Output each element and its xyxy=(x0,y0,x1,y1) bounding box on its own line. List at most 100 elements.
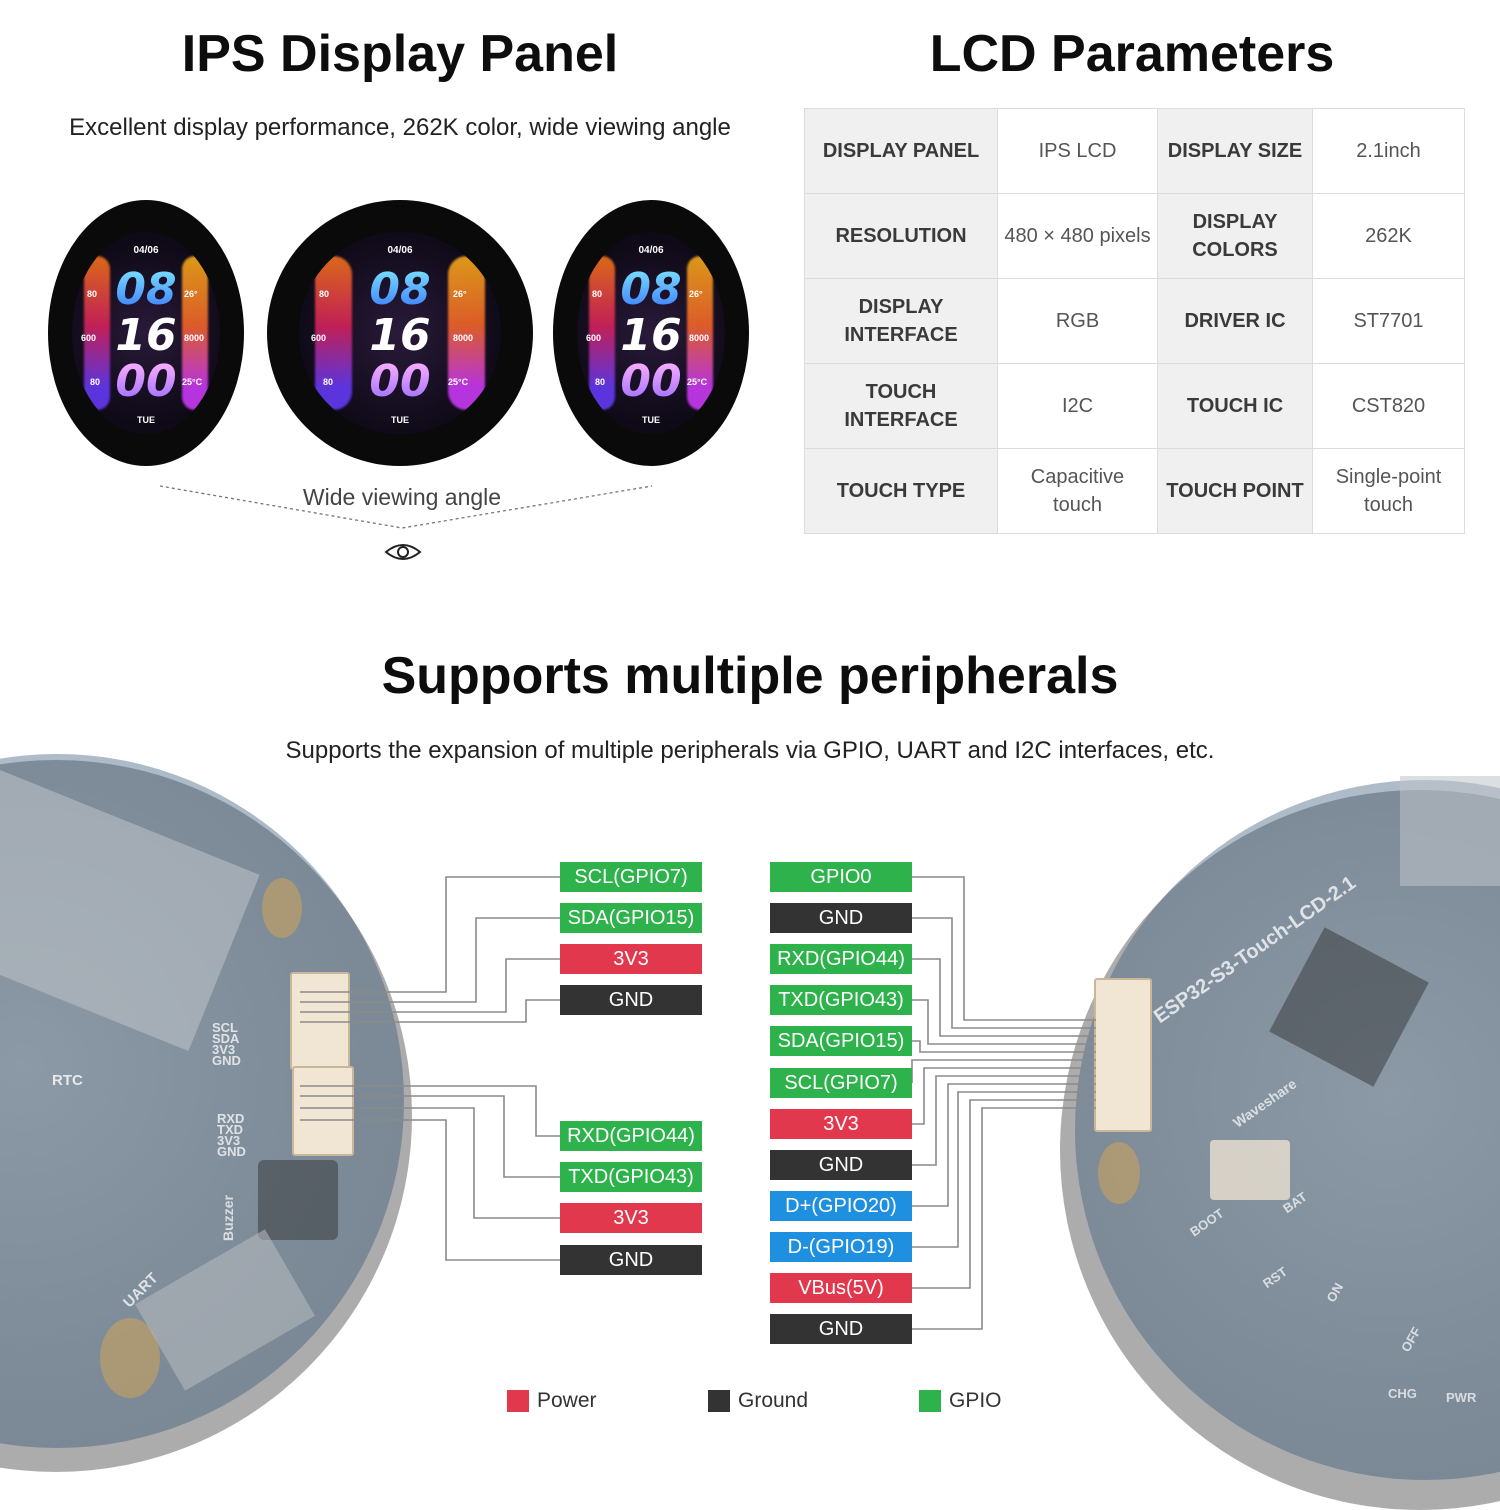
watch-temp-bottom: 25°C xyxy=(182,377,203,387)
pin-d-gpio19: D-(GPIO19) xyxy=(770,1232,912,1262)
legend-label-gpio: GPIO xyxy=(949,1389,1002,1412)
eye-icon xyxy=(384,544,422,560)
spec-value: RGB xyxy=(997,278,1158,364)
spec-key: DRIVER IC xyxy=(1157,278,1313,364)
wire xyxy=(911,1059,1096,1083)
wire xyxy=(300,876,560,993)
watch-steps: 80 xyxy=(319,289,330,299)
spec-value: ST7701 xyxy=(1312,278,1465,364)
i2c-connector xyxy=(290,972,350,1070)
pin-scl-gpio7: SCL(GPIO7) xyxy=(770,1068,912,1098)
watch-bottom-num: 80 xyxy=(595,377,606,387)
wire xyxy=(912,1083,1096,1207)
pin-gpio0: GPIO0 xyxy=(770,862,912,892)
rtc-label: RTC xyxy=(52,1072,83,1089)
screen-flare-right xyxy=(181,256,209,410)
pin-gnd: GND xyxy=(770,903,912,933)
spec-value: IPS LCD xyxy=(997,108,1158,194)
uart-connector xyxy=(292,1066,354,1156)
right-standoff xyxy=(1098,1142,1140,1204)
spec-key: DISPLAY COLORS xyxy=(1157,193,1313,279)
spec-key: DISPLAY INTERFACE xyxy=(804,278,998,364)
pin-3v3: 3V3 xyxy=(560,1203,702,1233)
spec-key: DISPLAY SIZE xyxy=(1157,108,1313,194)
watch-steps: 80 xyxy=(87,289,98,299)
wire xyxy=(912,1040,1096,1053)
pin-vbus-5v: VBus(5V) xyxy=(770,1273,912,1303)
legend-swatch-power xyxy=(507,1390,529,1412)
left-standoff-top xyxy=(262,878,302,938)
spec-value: Single-point touch xyxy=(1312,448,1465,534)
wire xyxy=(912,1107,1096,1330)
buzzer xyxy=(258,1160,338,1240)
pin-gnd: GND xyxy=(770,1150,912,1180)
watch-kcal: 600 xyxy=(311,333,327,343)
watch-temp-bottom: 25°C xyxy=(448,377,469,387)
watch-minute: 16 xyxy=(620,310,682,361)
pin-sda-gpio15: SDA(GPIO15) xyxy=(560,903,702,933)
wide-viewing-angle-label: Wide viewing angle xyxy=(302,484,502,510)
watch-hour: 08 xyxy=(299,268,501,312)
watch-minute: 16 xyxy=(369,310,431,361)
watch-second: 00 xyxy=(577,360,725,404)
wire xyxy=(912,1067,1096,1125)
battery-connector xyxy=(1210,1140,1290,1200)
display-panel-title: IPS Display Panel xyxy=(181,25,619,83)
peripherals-subtitle: Supports the expansion of multiple perip… xyxy=(285,737,1215,764)
screen-flare-left xyxy=(83,256,111,410)
pin-gnd: GND xyxy=(560,1245,702,1275)
wire xyxy=(300,999,560,1023)
wire xyxy=(912,1075,1096,1166)
wire xyxy=(912,876,1096,1021)
wire xyxy=(912,958,1096,1037)
legend-swatch-ground xyxy=(708,1390,730,1412)
watch-minute: 16 xyxy=(115,310,177,361)
screen-flare-left xyxy=(315,256,352,410)
watch-temp-top: 26° xyxy=(453,289,467,299)
peripherals-title: Supports multiple peripherals xyxy=(381,647,1119,705)
legend-label-power: Power xyxy=(537,1389,597,1412)
legend-label-ground: Ground xyxy=(738,1389,809,1412)
wire xyxy=(300,917,560,1003)
wire xyxy=(912,1099,1096,1289)
spec-key: DISPLAY PANEL xyxy=(804,108,998,194)
watch-date: 04/06 xyxy=(638,245,664,256)
pin-txd-gpio43: TXD(GPIO43) xyxy=(770,985,912,1015)
watch-hour: 08 xyxy=(72,268,220,312)
watch-hour: 08 xyxy=(577,268,725,312)
watch-date: 04/06 xyxy=(133,245,159,256)
watch-temp-bottom: 25°C xyxy=(687,377,708,387)
wire xyxy=(300,958,560,1013)
pin-txd-gpio43: TXD(GPIO43) xyxy=(560,1162,702,1192)
spec-value: 2.1inch xyxy=(1312,108,1465,194)
watch-second: 00 xyxy=(299,360,501,404)
pin-d-gpio20: D+(GPIO20) xyxy=(770,1191,912,1221)
chg-label: CHG xyxy=(1388,1386,1417,1401)
right-sd-slot xyxy=(1400,776,1500,886)
spec-key: TOUCH POINT xyxy=(1157,448,1313,534)
screen-flare-right xyxy=(448,256,485,410)
screen-flare-left xyxy=(588,256,616,410)
pin-scl-gpio7: SCL(GPIO7) xyxy=(560,862,702,892)
watch-date: 04/06 xyxy=(387,245,413,256)
pin-3v3: 3V3 xyxy=(770,1109,912,1139)
wire xyxy=(300,1095,560,1178)
watch-steps-total: 8000 xyxy=(453,333,474,343)
spec-value: CST820 xyxy=(1312,363,1465,449)
wire xyxy=(300,1085,560,1137)
watch-steps-total: 8000 xyxy=(184,333,205,343)
pin-rxd-gpio44: RXD(GPIO44) xyxy=(770,944,912,974)
watch-day: TUE xyxy=(137,415,155,425)
wire xyxy=(912,917,1096,1029)
watch-temp-top: 26° xyxy=(689,289,703,299)
watch-kcal: 600 xyxy=(586,333,602,343)
pin-sda-gpio15: SDA(GPIO15) xyxy=(770,1026,912,1056)
